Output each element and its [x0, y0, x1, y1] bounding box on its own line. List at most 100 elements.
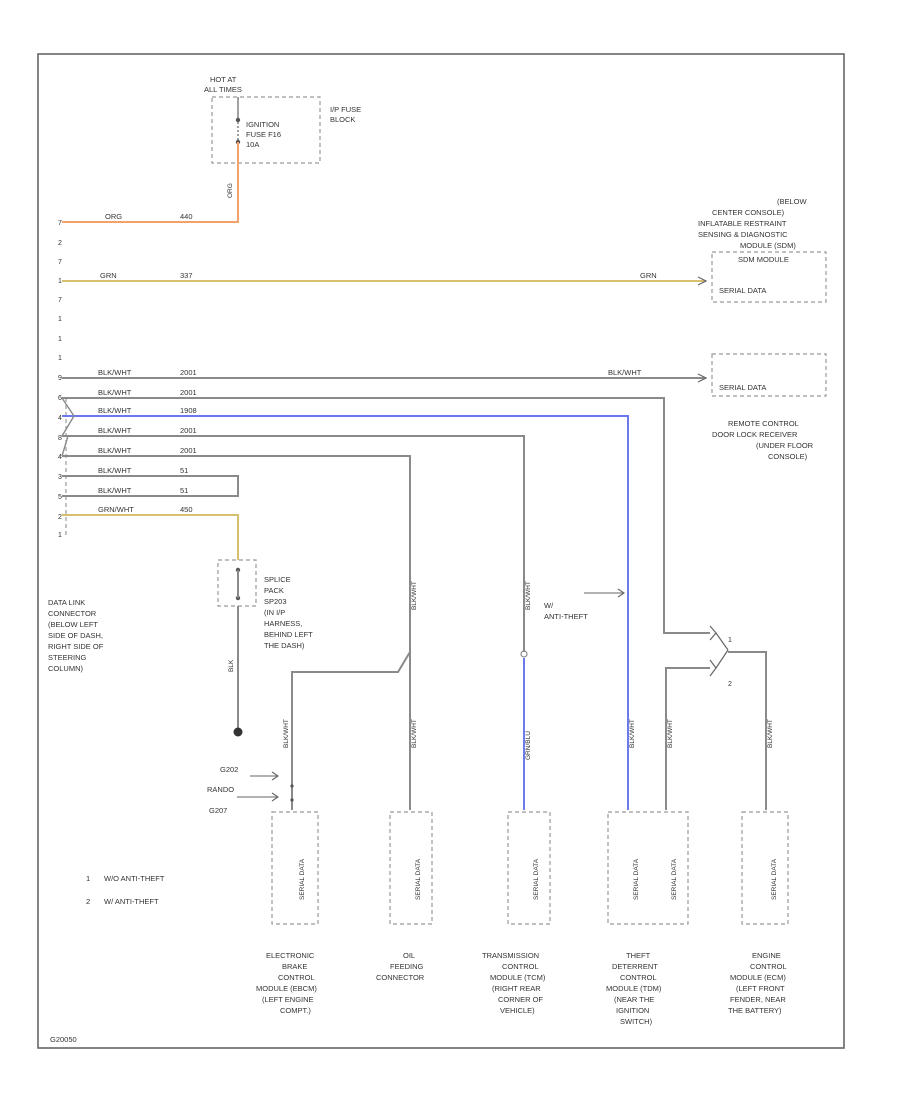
dlc-pin: 7 [58, 259, 62, 266]
dlc-pin: 7 [58, 297, 62, 304]
dlc-pin: 8 [58, 435, 62, 442]
splice-label-line: PACK [264, 586, 284, 595]
dlc-pin-column: 7 2 7 1 7 1 1 1 9 6 4 8 4 3 5 2 1 [58, 220, 67, 539]
splice-label-line: SP203 [264, 597, 287, 606]
fuse-name-3: 10A [246, 140, 259, 149]
yellow-wire-color: GRN [100, 271, 117, 280]
sdm-module: (BELOW CENTER CONSOLE) INFLATABLE RESTRA… [698, 197, 827, 303]
sdm-location-line: SENSING & DIAGNOSTIC [698, 230, 788, 239]
ebcm-label-line: COMPT.) [280, 1006, 311, 1015]
ebcm-wire-junction [290, 784, 294, 788]
oil-box [389, 811, 433, 925]
orange-wire-color: ORG [105, 212, 122, 221]
gray-wire-color: BLK/WHT [98, 406, 132, 415]
gray-wire-color: BLK/WHT [98, 466, 132, 475]
dlc-pin: 4 [58, 415, 62, 422]
theft-box [607, 811, 689, 925]
theft-label-line: THEFT [626, 951, 651, 960]
theft-label-line: DETERRENT [612, 962, 658, 971]
oil-label-line: OIL [403, 951, 415, 960]
yellow-wire-splice [62, 514, 239, 560]
remote-label-line: DOOR LOCK RECEIVER [712, 430, 798, 439]
legend-key: 2 [86, 897, 90, 906]
dlc-label-line: (BELOW LEFT [48, 620, 98, 629]
dlc-label-line: CONNECTOR [48, 609, 97, 618]
ground-arrow [250, 771, 279, 781]
fuse-block-label-1: I/P FUSE [330, 105, 361, 114]
anti-theft-arrow [584, 588, 625, 598]
switch-mark: 1 [728, 637, 732, 644]
remote-label-line: REMOTE CONTROL [728, 419, 799, 428]
tcm-label-line: CORNER OF [498, 995, 543, 1004]
tcm-signal: SERIAL DATA [533, 858, 540, 900]
sdm-signal: SERIAL DATA [719, 286, 766, 295]
gray-wire-circuit: 2001 [180, 368, 197, 377]
remote-receiver-box [711, 353, 827, 397]
ebcm-signal: SERIAL DATA [299, 858, 306, 900]
gray-wire-circuit: 2001 [180, 446, 197, 455]
gray-wire-circuit: 1908 [180, 406, 197, 415]
fuse-name-1: IGNITION [246, 120, 279, 129]
theft-blue-wire-color: BLK/WHT [629, 719, 636, 748]
legend-key: 1 [86, 874, 90, 883]
gray-wire-color: BLK/WHT [98, 426, 132, 435]
yellow-wire-circuit: 337 [180, 271, 193, 280]
gray-wire-circuit: 51 [180, 466, 188, 475]
ebcm-wire [291, 651, 411, 810]
gray-loop-wire [62, 475, 239, 497]
theft-label-line: SWITCH) [620, 1017, 653, 1026]
ebcm-label-line: ELECTRONIC [266, 951, 315, 960]
ecm-module: SERIAL DATA ENGINE CONTROL MODULE (ECM) … [728, 811, 789, 1015]
gray-wire-color: BLK/WHT [98, 368, 132, 377]
tcm-module: SERIAL DATA TRANSMISSION CONTROL MODULE … [482, 811, 551, 1015]
sdm-location-line: MODULE (SDM) [740, 241, 796, 250]
ground-label: RANDO [207, 785, 234, 794]
dlc-pin: 2 [58, 514, 62, 521]
ecm-wire-color: BLK/WHT [767, 719, 774, 748]
legend-text: W/ ANTI-THEFT [104, 897, 159, 906]
ground-terminal [233, 727, 243, 737]
dlc-fan-lines [61, 397, 75, 457]
gray-wire-tcm [62, 435, 525, 652]
oil-feeding-connector: SERIAL DATA OIL FEEDING CONNECTOR [376, 811, 433, 982]
ebcm-label-line: CONTROL [278, 973, 315, 982]
remote-label-line: (UNDER FLOOR [756, 441, 814, 450]
remote-wire-arrow [697, 373, 708, 383]
dlc-label-line: COLUMN) [48, 664, 84, 673]
tcm-label-line: TRANSMISSION [482, 951, 539, 960]
gray-wire-circuit: 51 [180, 486, 188, 495]
splice-label-line: BEHIND LEFT [264, 630, 313, 639]
dlc-label-line: RIGHT SIDE OF [48, 642, 104, 651]
gray-wire-color: GRN/WHT [98, 505, 134, 514]
ebcm-label-line: MODULE (EBCM) [256, 984, 317, 993]
dlc-pin: 6 [58, 395, 62, 402]
theft-gray-wire-color: BLK/WHT [667, 719, 674, 748]
dlc-pin: 9 [58, 375, 62, 382]
dlc-pin: 3 [58, 474, 62, 481]
legend-text: W/O ANTI-THEFT [104, 874, 165, 883]
tcm-label-line: MODULE (TCM) [490, 973, 546, 982]
ebcm-wire-junction [290, 798, 294, 802]
remote-label-line: CONSOLE) [768, 452, 808, 461]
dlc-pin: 5 [58, 494, 62, 501]
ground-label: G207 [209, 806, 227, 815]
oil-signal: SERIAL DATA [415, 858, 422, 900]
switch-blade [715, 632, 729, 669]
fuse-block-label-2: BLOCK [330, 115, 355, 124]
ecm-signal: SERIAL DATA [771, 858, 778, 900]
theft-label-line: CONTROL [620, 973, 657, 982]
theft-label-line: MODULE (TDM) [606, 984, 662, 993]
ebcm-wire-color: BLK/WHT [283, 719, 290, 748]
fuse-block-box [211, 96, 321, 164]
remote-signal: SERIAL DATA [719, 383, 766, 392]
splice-label-line: HARNESS, [264, 619, 302, 628]
sdm-location-line: INFLATABLE RESTRAINT [698, 219, 787, 228]
gray-wire-circuit: 2001 [180, 426, 197, 435]
splice-label-line: THE DASH) [264, 641, 305, 650]
ebcm-label-line: (LEFT ENGINE [262, 995, 314, 1004]
ecm-wire [728, 651, 767, 810]
fuse-terminal-top [235, 117, 241, 123]
gray-wire-circuit: 2001 [180, 388, 197, 397]
yellow-wire-end-color: GRN [640, 271, 657, 280]
